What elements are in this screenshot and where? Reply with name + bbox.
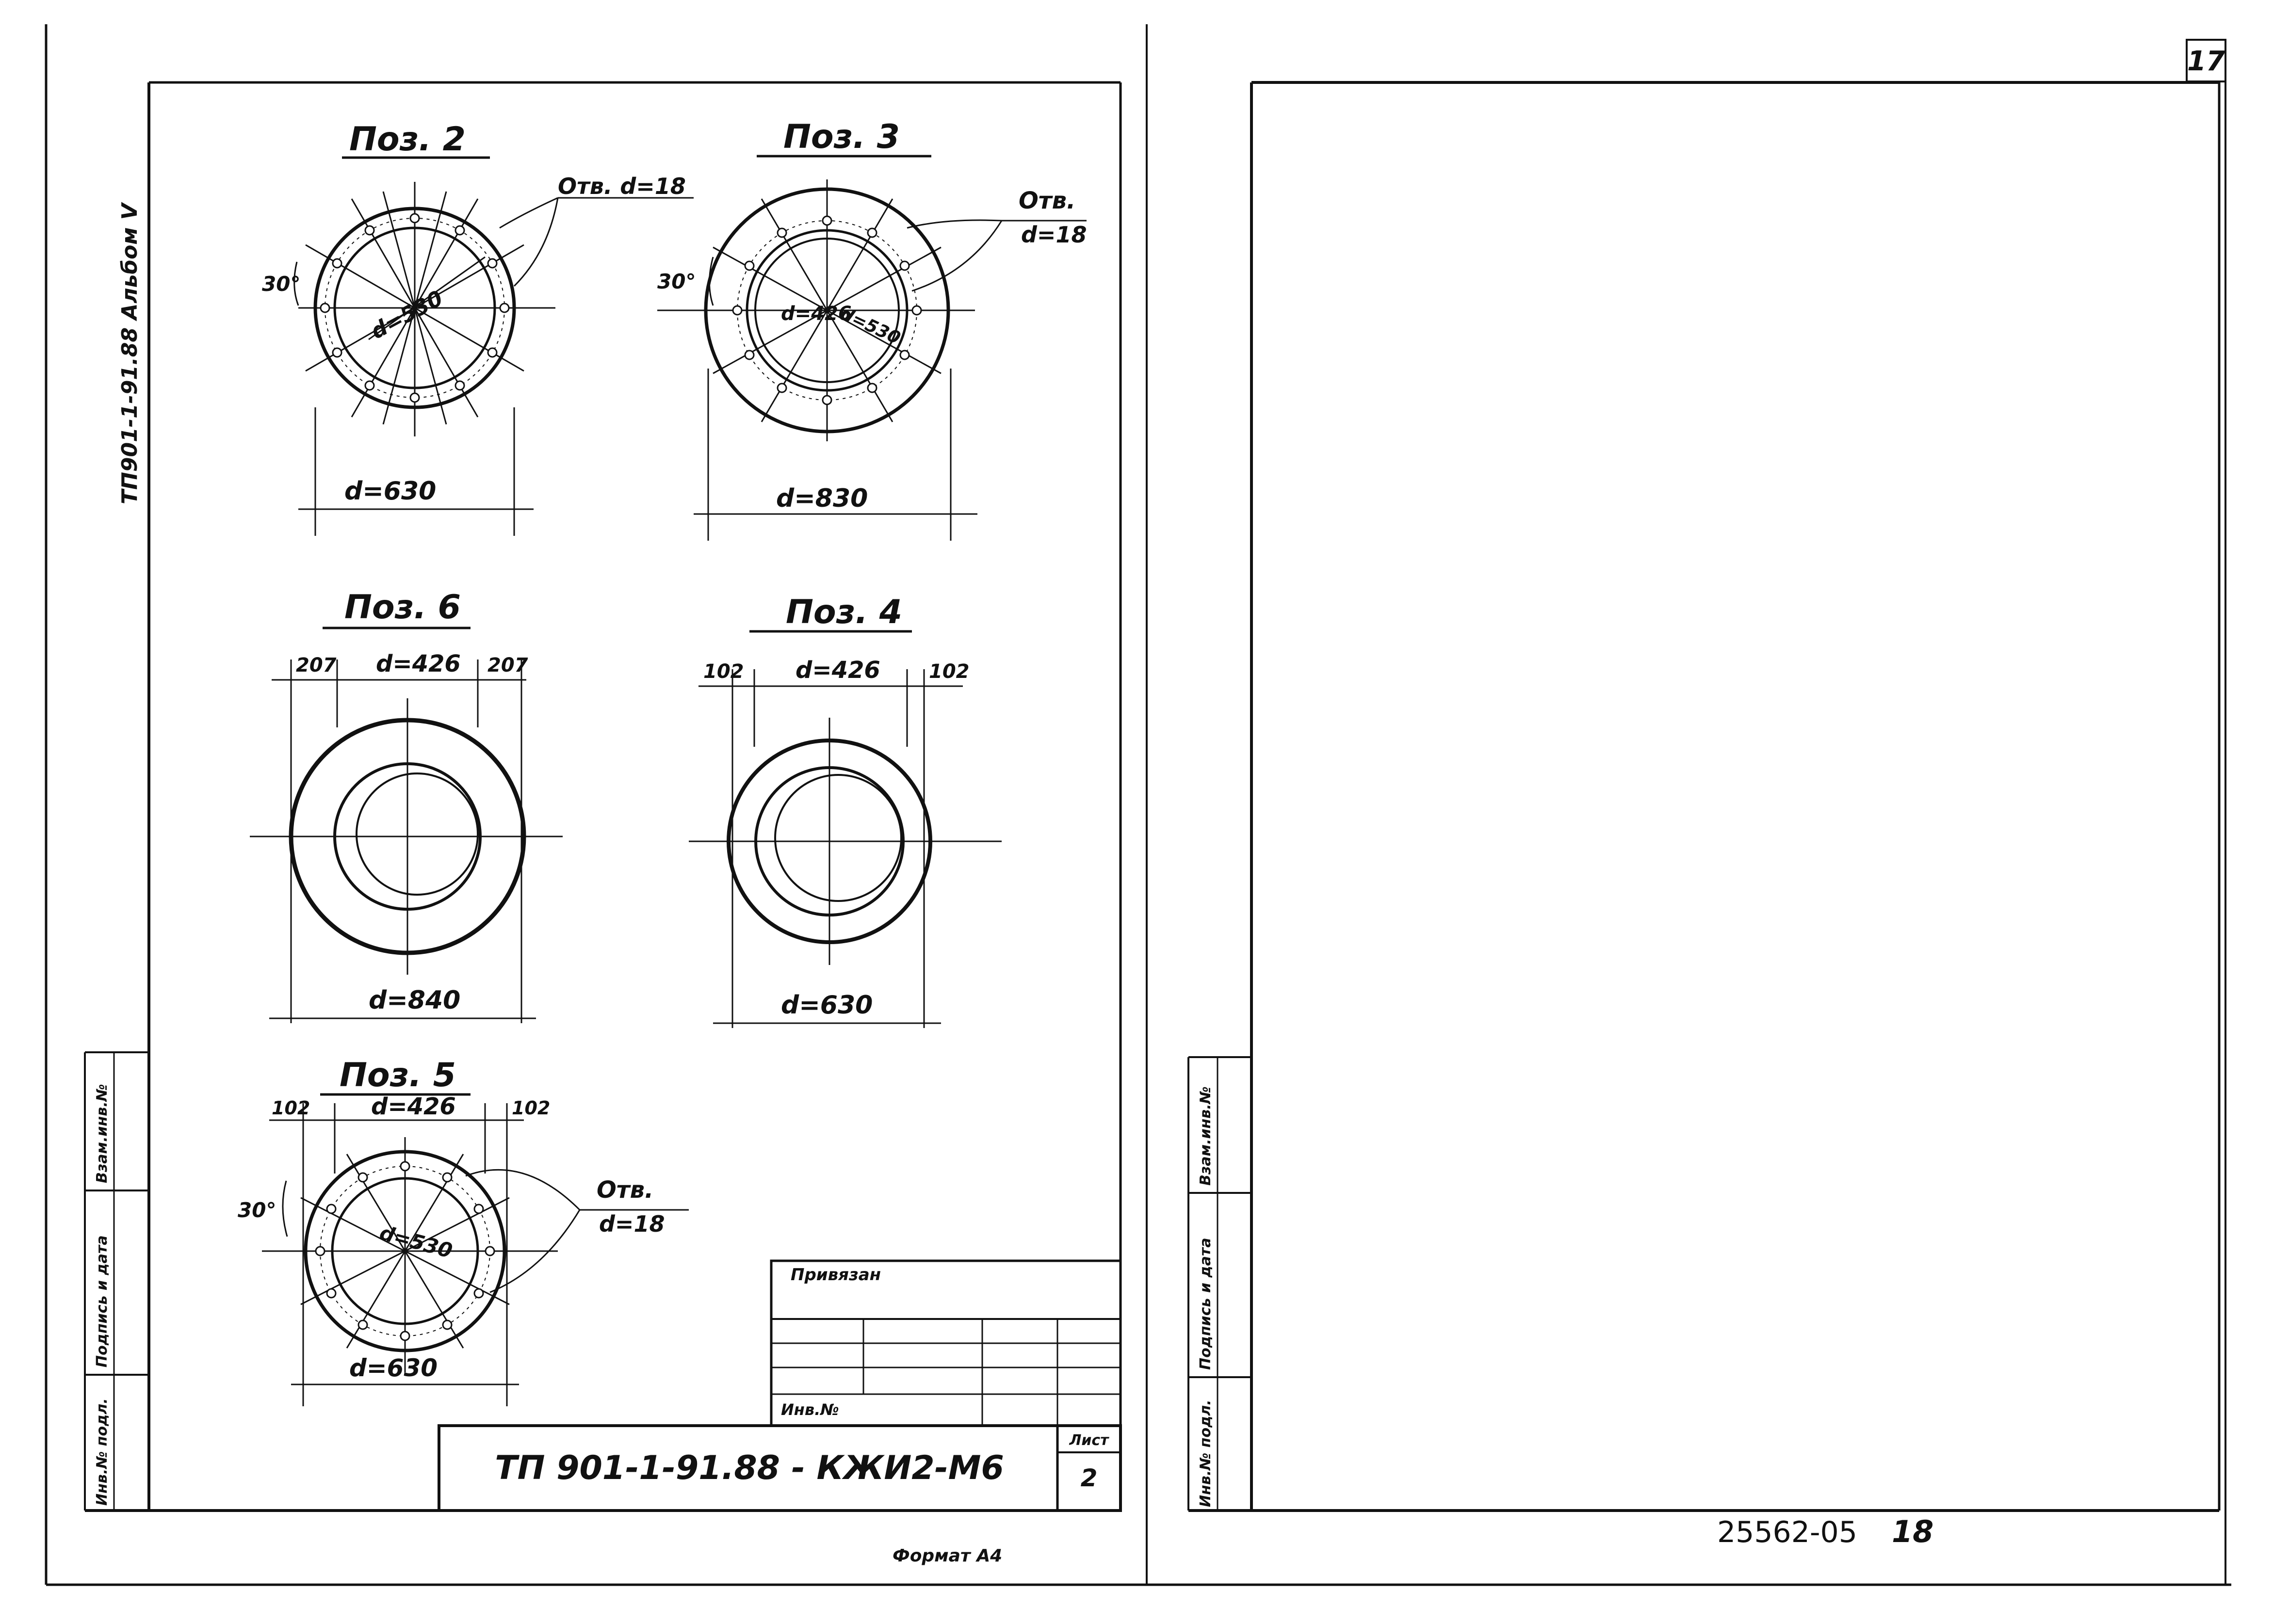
- left-side-stamp: Взам.инв.№ Подпись и дата Инв.№ подл.: [94, 1084, 111, 1506]
- position-5-drawing: Поз. 5 102 d=426 102 d=530 30°: [238, 1056, 689, 1406]
- pos3-hole-label-1: Отв.: [1019, 187, 1075, 214]
- sheet-frame: [45, 24, 2231, 1586]
- stamp-label-inv-no-right: Инв.№ подл.: [1197, 1399, 1214, 1507]
- position-3-drawing: Поз. 3 d=426 d=530 30° Отв. d=18: [657, 118, 1087, 541]
- right-drawing-frame: [1187, 81, 2221, 1512]
- stamp-label-signature-date: Подпись и дата: [94, 1236, 111, 1367]
- album-label: ТП901-1-91.88 Альбом V: [117, 202, 142, 504]
- position-2-drawing: Поз. 2 d=530 30° Отв. d=18: [262, 120, 694, 536]
- pos5-title: Поз. 5: [340, 1056, 456, 1094]
- pos5-outer: d=630: [349, 1354, 438, 1382]
- pos6-outer: d=840: [369, 986, 460, 1015]
- pos6-inner: d=426: [376, 650, 461, 677]
- pos6-left-offset: 207: [296, 654, 337, 676]
- pos4-title: Поз. 4: [786, 593, 902, 631]
- pos3-angle: 30°: [657, 270, 696, 293]
- title-block-inv-no: Инв.№: [781, 1400, 839, 1419]
- pos2-title: Поз. 2: [349, 120, 466, 159]
- title-block-sheet-label: Лист: [1069, 1432, 1109, 1449]
- document-code-number: 18: [1892, 1514, 1933, 1549]
- right-side-stamp: Взам.инв.№ Подпись и дата Инв.№ подл.: [1197, 1086, 1214, 1507]
- pos3-inner: d=426: [781, 303, 852, 325]
- pos4-right-offset: 102: [929, 660, 970, 683]
- pos3-outer: d=830: [776, 484, 868, 513]
- pos6-right-offset: 207: [487, 654, 528, 676]
- pos2-outer: d=630: [344, 477, 436, 506]
- pos5-right-offset: 102: [512, 1097, 550, 1119]
- stamp-label-replace-inv-right: Взам.инв.№: [1197, 1086, 1214, 1186]
- page-number-box: 17: [2186, 39, 2226, 82]
- pos5-left-offset: 102: [272, 1097, 310, 1119]
- pos5-hole-label-1: Отв.: [597, 1176, 653, 1204]
- pos2-hole-label: Отв. d=18: [558, 173, 686, 199]
- title-block-designation: ТП 901-1-91.88 - КЖИ2-М6: [495, 1449, 1004, 1487]
- pos5-inner: d=426: [371, 1093, 456, 1120]
- position-4-drawing: Поз. 4 102 d=426 102 d=630: [689, 593, 1002, 1028]
- pos4-left-offset: 102: [703, 660, 744, 683]
- title-block: Привязан Инв.№ ТП 901-1-91.88 - КЖИ2-М6 …: [438, 1259, 1122, 1512]
- pos5-hole-label-2: d=18: [599, 1211, 665, 1237]
- position-6-drawing: Поз. 6 207 d=426 207 d=840: [250, 588, 563, 1023]
- stamp-label-replace-inv: Взам.инв.№: [94, 1084, 111, 1183]
- stamp-label-signature-date-right: Подпись и дата: [1197, 1238, 1214, 1370]
- stamp-label-inv-no: Инв.№ подл.: [94, 1398, 111, 1506]
- pos3-hole-label-2: d=18: [1021, 222, 1087, 248]
- pos3-title: Поз. 3: [783, 118, 900, 156]
- pos5-angle: 30°: [238, 1198, 276, 1222]
- pos4-inner: d=426: [796, 657, 880, 684]
- left-drawing-frame: [84, 81, 1122, 1512]
- document-code: 25562-05: [1717, 1515, 1857, 1549]
- format-label: Формат А4: [893, 1546, 1002, 1566]
- pos6-title: Поз. 6: [344, 588, 461, 627]
- page-number: 17: [2187, 46, 2225, 77]
- pos4-outer: d=630: [781, 991, 873, 1020]
- title-block-sheet-number: 2: [1081, 1464, 1098, 1492]
- title-block-attached: Привязан: [791, 1265, 881, 1285]
